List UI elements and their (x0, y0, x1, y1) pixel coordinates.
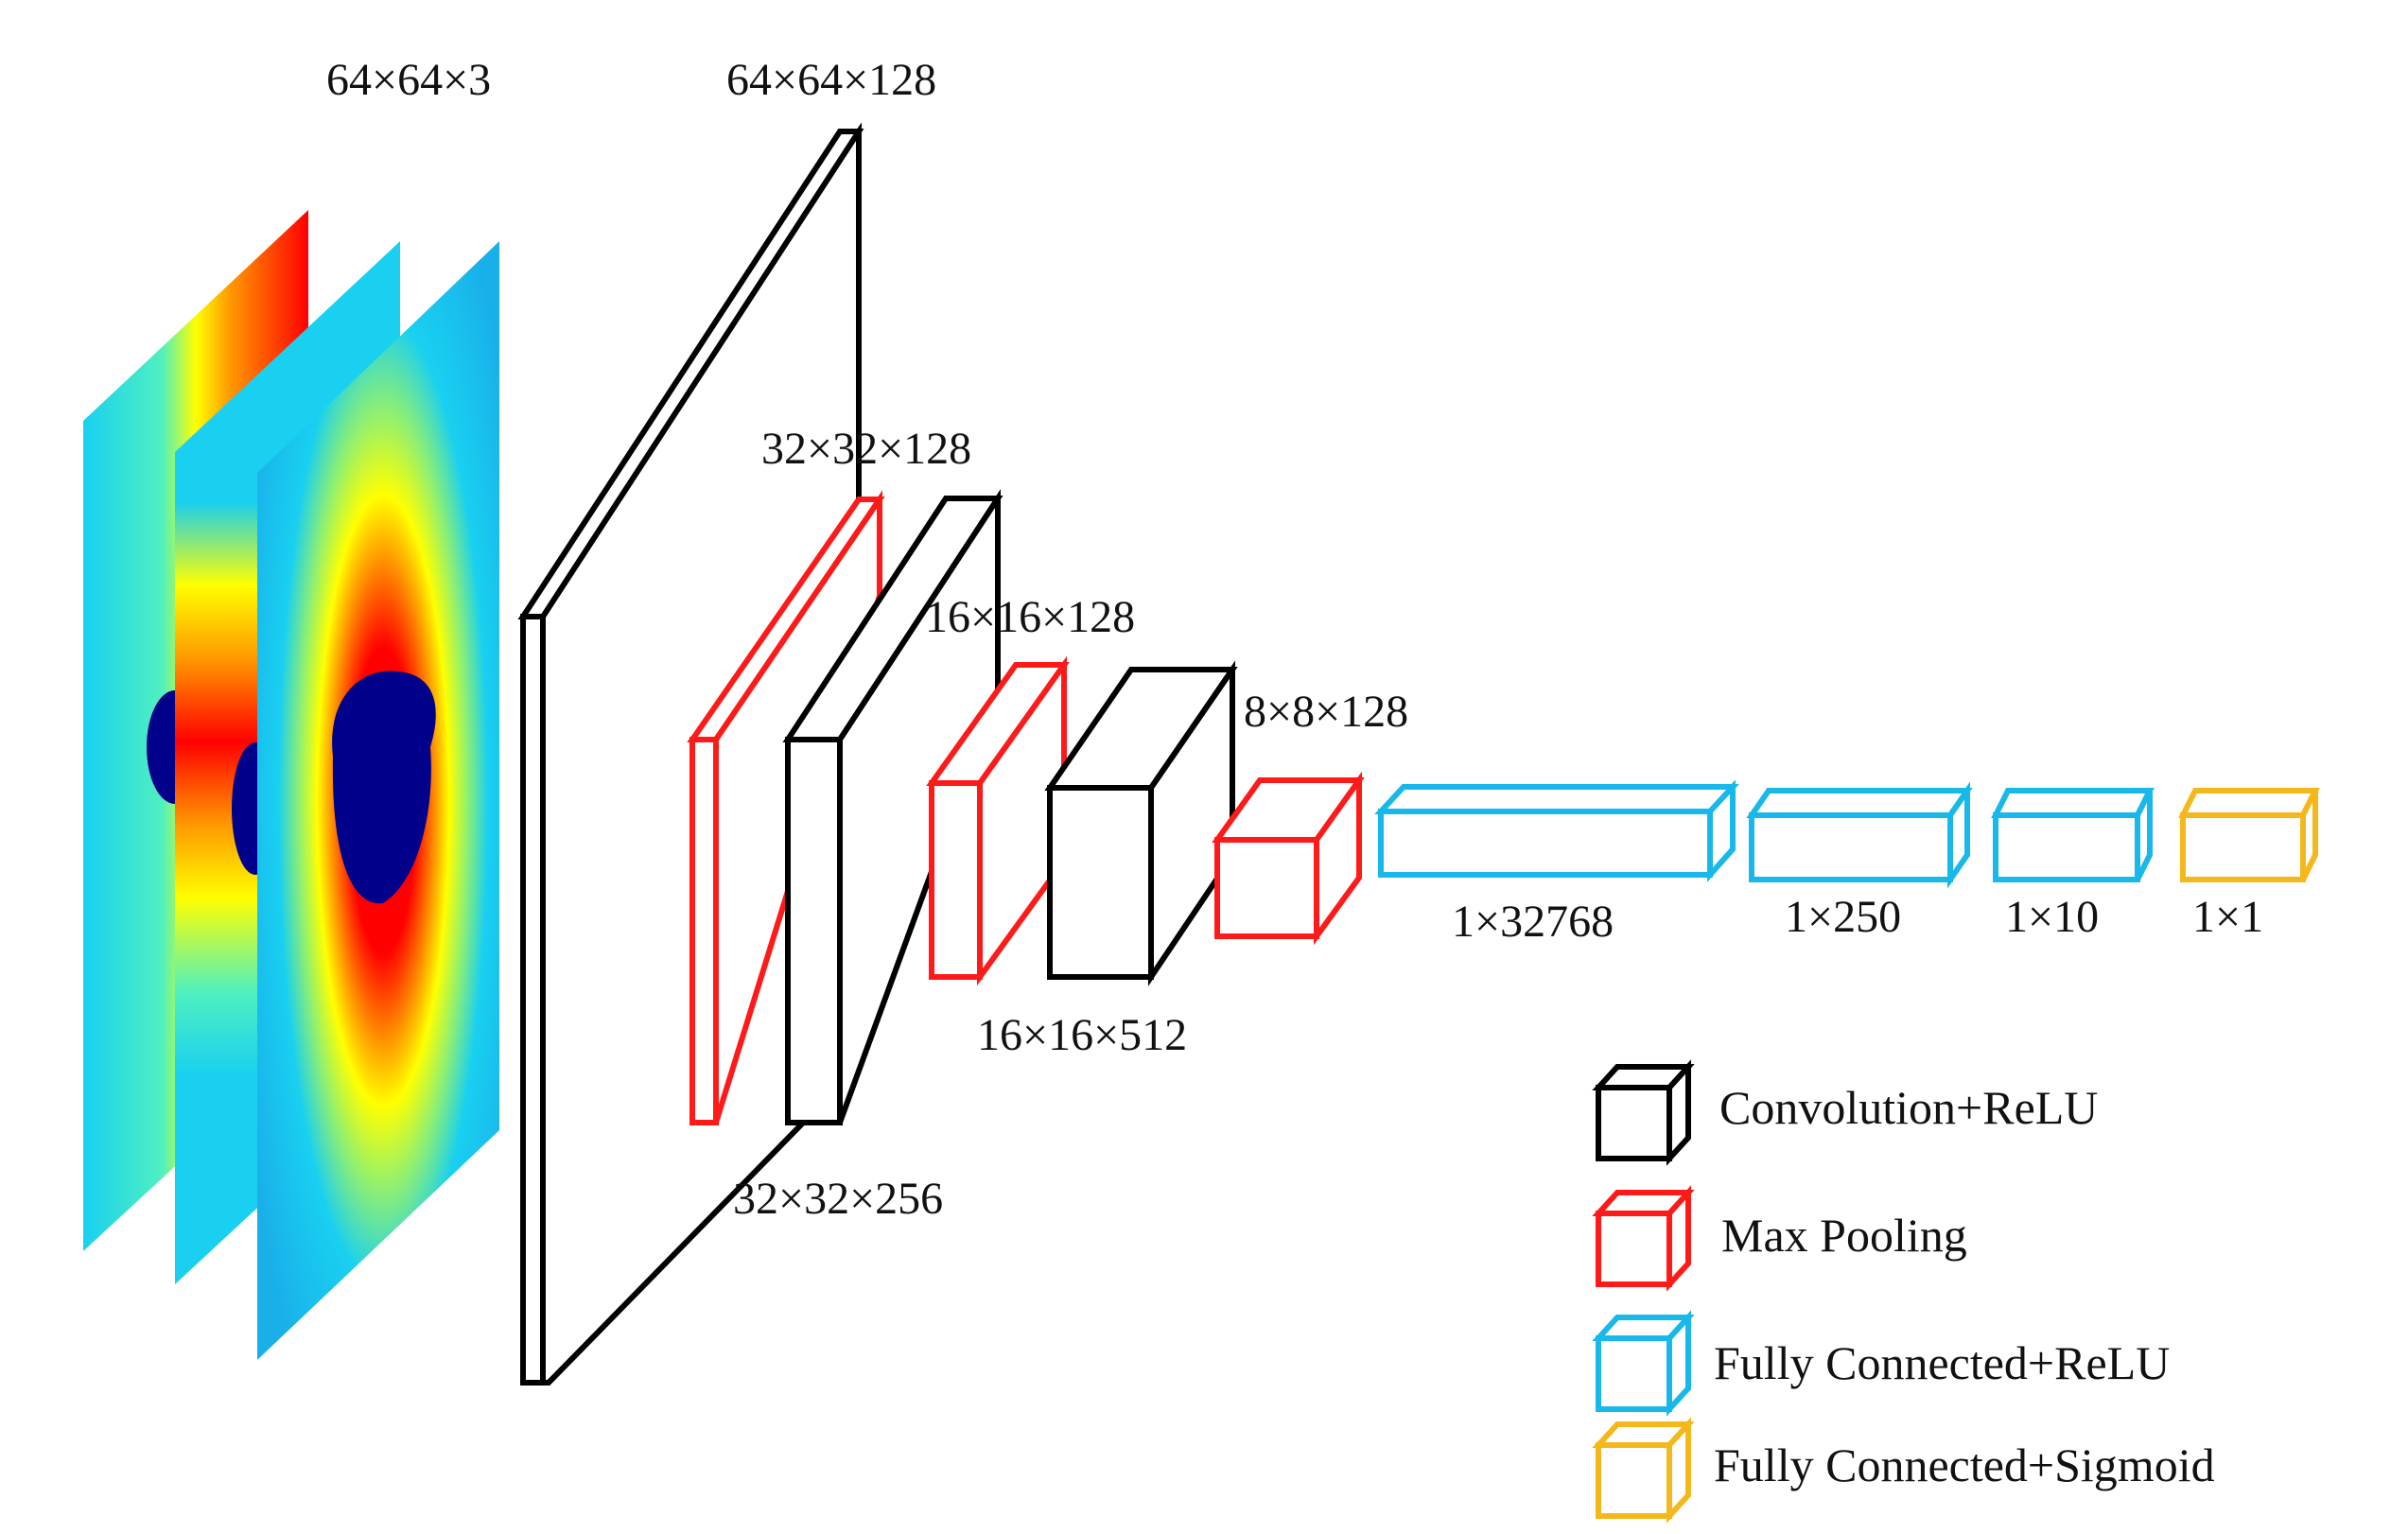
input-slice-3 (257, 241, 499, 1360)
label-input: 64×64×3 (326, 55, 491, 105)
yellow-cube-icon (1592, 1417, 1695, 1524)
pool3-block (1212, 771, 1365, 946)
label-output: 1×1 (2192, 892, 2263, 942)
black-cube-icon (1592, 1059, 1695, 1166)
label-conv1: 64×64×128 (726, 55, 936, 105)
fc1-block (1374, 779, 1739, 882)
red-cube-icon (1592, 1185, 1695, 1292)
label-fc1: 1×32768 (1452, 897, 1614, 947)
legend-label-fc-sigmoid: Fully Connected+Sigmoid (1714, 1438, 2215, 1491)
label-pool3: 8×8×128 (1244, 687, 1408, 737)
legend-label-conv: Convolution+ReLU (1719, 1081, 2098, 1134)
legend-item-conv: Convolution+ReLU (1592, 1059, 2098, 1166)
label-fc3: 1×10 (2005, 892, 2099, 942)
label-conv2: 32×32×256 (733, 1174, 943, 1224)
conv2-block (782, 488, 1003, 1125)
input-slices (83, 210, 499, 1360)
fc2-block (1746, 781, 1973, 889)
label-fc2: 1×250 (1785, 892, 1901, 942)
legend-item-pool: Max Pooling (1592, 1185, 1967, 1292)
label-pool2: 16×16×128 (925, 592, 1135, 642)
output-block (2178, 788, 2320, 882)
legend-item-fc-sigmoid: Fully Connected+Sigmoid (1592, 1417, 2215, 1524)
legend-label-pool: Max Pooling (1721, 1209, 1967, 1262)
legend: Convolution+ReLU Max Pooling Fully Conne… (1592, 1059, 2215, 1524)
pool2-block (926, 655, 1070, 986)
label-pool1: 32×32×128 (761, 424, 971, 474)
fc3-block (1991, 788, 2155, 882)
label-conv3: 16×16×512 (977, 1010, 1187, 1060)
conv3-block (1044, 660, 1238, 986)
legend-item-fc-relu: Fully Connected+ReLU (1592, 1310, 2170, 1417)
legend-label-fc-relu: Fully Connected+ReLU (1714, 1336, 2170, 1389)
blue-cube-icon (1592, 1310, 1695, 1417)
